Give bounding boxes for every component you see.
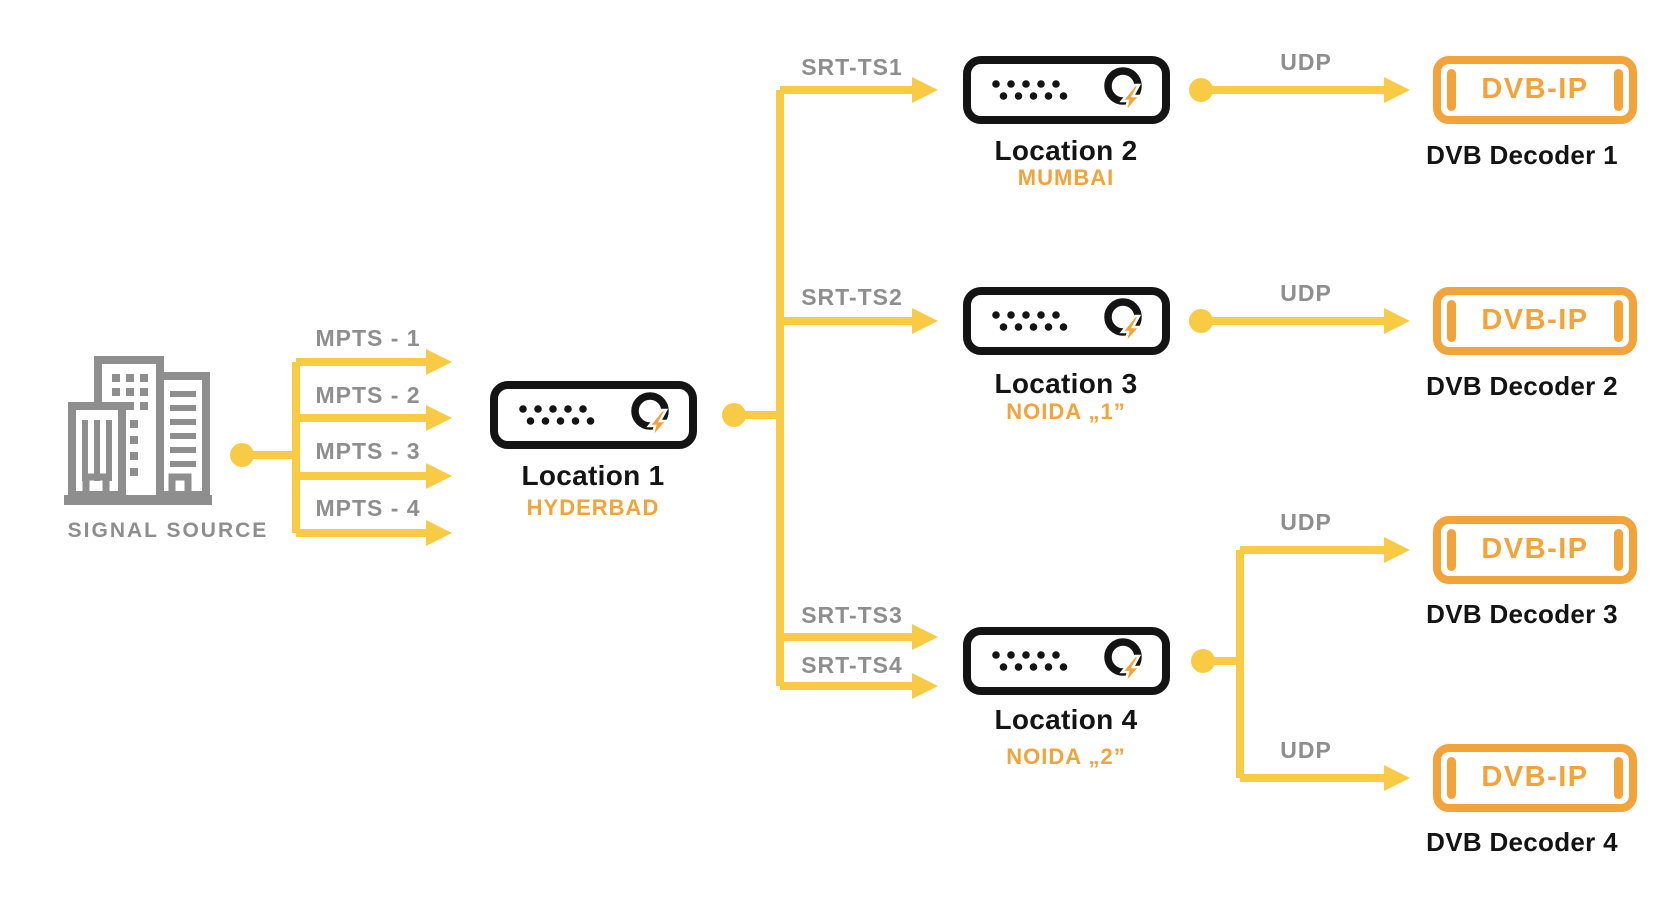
q-lightning-logo-icon [1104, 67, 1143, 114]
srt-ts3-arrowhead [912, 624, 938, 650]
srt-ts2-arrowhead [912, 308, 938, 334]
source-to-location1-links [242, 358, 428, 537]
decoder-4-name: DVB Decoder 4 [1426, 827, 1618, 857]
encoder-node-location-2 [963, 56, 1170, 124]
device-dots-icon [992, 80, 1068, 100]
location-4-city: NOIDA „2” [1006, 744, 1126, 769]
location-3-city: NOIDA „1” [1006, 399, 1126, 424]
q-lightning-logo-icon [631, 392, 670, 439]
decoder-2-name: DVB Decoder 2 [1426, 371, 1618, 401]
dvb-ip-decoder-node-3: DVB-IP [1433, 516, 1637, 584]
dvb-ip-decoder-node-1: DVB-IP [1433, 56, 1637, 124]
building-left-stripes [82, 420, 112, 481]
udp-arrowheads [1189, 77, 1410, 791]
mpts-3-arrowhead [426, 463, 452, 489]
decoder-box-label: DVB-IP [1481, 532, 1589, 565]
device-dots-icon [992, 651, 1068, 671]
link-label-srt-ts4: SRT-TS4 [801, 652, 903, 678]
mpts-1-arrowhead [426, 349, 452, 375]
link-label-udp-3: UDP [1280, 509, 1332, 535]
building-windows [112, 374, 148, 476]
decoder-right-bar [1614, 300, 1623, 342]
decoder-right-bar [1614, 757, 1623, 799]
link-label-udp-4: UDP [1280, 737, 1332, 763]
location-4-name: Location 4 [994, 704, 1138, 735]
location-1-name: Location 1 [521, 460, 665, 491]
location-2-city: MUMBAI [1017, 165, 1115, 190]
udp-1-arrowhead [1384, 77, 1410, 103]
location-3-name: Location 3 [994, 368, 1138, 399]
building-right-slats [170, 391, 196, 467]
link-label-srt-ts2: SRT-TS2 [801, 284, 903, 310]
decoder-box-label: DVB-IP [1481, 303, 1589, 336]
signal-source-label: SIGNAL SOURCE [67, 519, 269, 542]
decoder-right-bar [1614, 69, 1623, 111]
udp-4-arrowhead [1384, 765, 1410, 791]
location3-output-dot [1189, 309, 1213, 333]
location4-output-dot [1191, 649, 1215, 673]
location1-output-dot [722, 403, 746, 427]
decoder-left-bar [1447, 529, 1456, 571]
decoder-box-label: DVB-IP [1481, 72, 1589, 105]
source-output-dot [230, 443, 254, 467]
location2-output-dot [1189, 78, 1213, 102]
device-dots-icon [519, 405, 595, 425]
building-right-door [168, 473, 192, 499]
link-label-mpts-4: MPTS - 4 [315, 495, 421, 521]
location-1-city: HYDERBAD [526, 495, 660, 520]
building-roofline [94, 356, 164, 406]
decoder-3-name: DVB Decoder 3 [1426, 599, 1618, 629]
srt-ts1-arrowhead [912, 77, 938, 103]
decoder-left-bar [1447, 757, 1456, 799]
link-label-udp-1: UDP [1280, 49, 1332, 75]
mpts-arrowheads [230, 349, 452, 546]
udp-3-arrowhead [1384, 537, 1410, 563]
link-label-mpts-3: MPTS - 3 [315, 438, 421, 464]
mpts-4-arrowhead [426, 520, 452, 546]
decoder-left-bar [1447, 69, 1456, 111]
udp-links [1201, 86, 1386, 782]
srt-arrowheads [722, 77, 938, 699]
link-label-srt-ts1: SRT-TS1 [801, 54, 903, 80]
q-lightning-logo-icon [1104, 638, 1143, 685]
device-dots-icon [992, 311, 1068, 331]
encoder-node-location-3 [963, 287, 1170, 355]
decoder-right-bar [1614, 529, 1623, 571]
q-lightning-logo-icon [1104, 298, 1143, 345]
dvb-ip-decoder-node-4: DVB-IP [1433, 744, 1637, 812]
location-2-name: Location 2 [994, 135, 1138, 166]
link-label-srt-ts3: SRT-TS3 [801, 602, 903, 628]
encoder-node-location-1 [490, 381, 697, 449]
link-label-mpts-2: MPTS - 2 [315, 382, 421, 408]
srt-ts4-arrowhead [912, 673, 938, 699]
buildings-icon [64, 356, 212, 505]
link-label-udp-2: UDP [1280, 280, 1332, 306]
udp-2-arrowhead [1384, 308, 1410, 334]
building-left-door [82, 473, 110, 499]
location1-to-remotes-links [734, 86, 914, 690]
mpts-2-arrowhead [426, 405, 452, 431]
decoder-box-label: DVB-IP [1481, 760, 1589, 793]
dvb-ip-decoder-node-2: DVB-IP [1433, 287, 1637, 355]
decoder-left-bar [1447, 300, 1456, 342]
decoder-1-name: DVB Decoder 1 [1426, 140, 1618, 170]
encoder-node-location-4 [963, 627, 1170, 695]
link-label-mpts-1: MPTS - 1 [315, 325, 421, 351]
